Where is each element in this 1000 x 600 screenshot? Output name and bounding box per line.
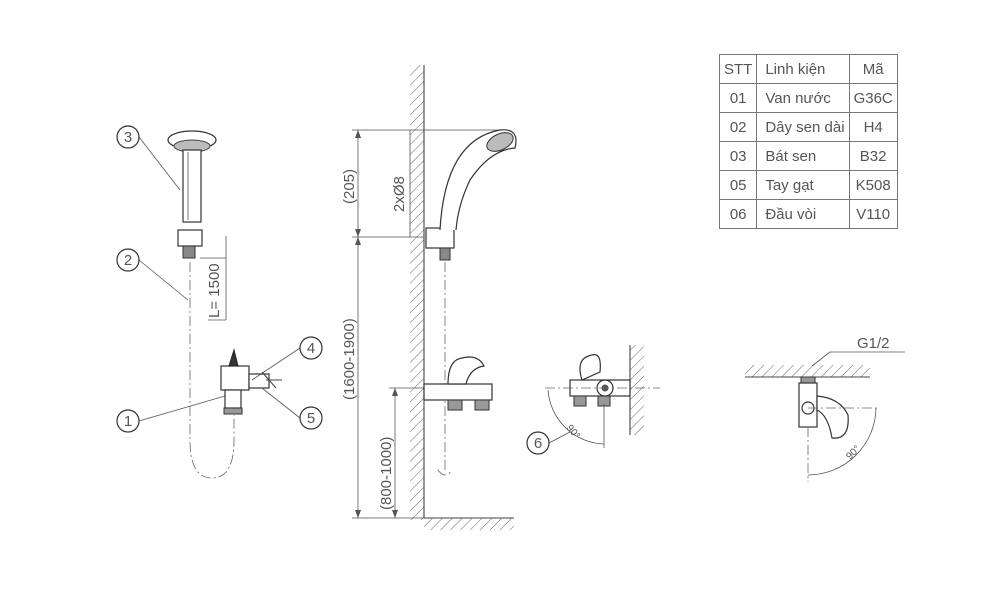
svg-text:6: 6: [534, 435, 542, 452]
header-component: Linh kiện: [756, 54, 850, 84]
row-stt: 05: [718, 170, 758, 200]
callout-2: 2: [116, 248, 189, 301]
row-stt: 01: [718, 83, 758, 113]
table-row: 05 Tay gạt K508: [718, 170, 898, 200]
svg-text:1: 1: [124, 413, 132, 430]
row-component: Đầu vòi: [756, 199, 850, 229]
shower-height-label: (1600-1900): [341, 318, 358, 400]
valve-side-view: 90° 6: [526, 345, 660, 455]
svg-text:3: 3: [124, 129, 132, 146]
row-component: Bát sen: [756, 141, 850, 171]
hole-spec-label: 2xØ8: [391, 176, 408, 212]
callout-1: 1: [116, 395, 226, 433]
row-stt: 06: [718, 199, 758, 229]
ceiling-mount-view: 90° G1/2: [745, 335, 905, 482]
svg-text:4: 4: [307, 340, 315, 357]
row-code: G36C: [848, 83, 898, 113]
row-stt: 03: [718, 141, 758, 171]
callout-4: 4: [251, 336, 323, 381]
header-stt: STT: [718, 54, 758, 84]
row-code: V110: [848, 199, 898, 229]
callout-6: 6: [526, 431, 571, 455]
top-height-label: (205): [341, 169, 358, 204]
parts-table-header: STT Linh kiện Mã: [718, 54, 898, 84]
row-component: Van nước: [756, 83, 850, 113]
table-row: 06 Đầu vòi V110: [718, 199, 898, 229]
shower-head-component: [167, 130, 217, 259]
valve-height-label: (800-1000): [378, 437, 395, 510]
row-stt: 02: [718, 112, 758, 142]
table-row: 03 Bát sen B32: [718, 141, 898, 171]
valve-component: [220, 348, 282, 415]
thread-spec-label: G1/2: [857, 335, 890, 352]
parts-table: STT Linh kiện Mã 01 Van nước G36C 02 Dây…: [718, 54, 898, 229]
callout-3: 3: [116, 125, 181, 191]
row-code: K508: [848, 170, 898, 200]
row-code: B32: [848, 141, 898, 171]
svg-text:5: 5: [307, 410, 315, 427]
callout-5: 5: [261, 387, 323, 430]
header-code: Mã: [848, 54, 898, 84]
exploded-view: L= 1500 3 2 1 4: [116, 125, 323, 479]
row-component: Dây sen dài: [756, 112, 850, 142]
hose-length-label: L= 1500: [206, 263, 223, 318]
row-component: Tay gạt: [756, 170, 850, 200]
table-row: 02 Dây sen dài H4: [718, 112, 898, 142]
angle-label-b: 90°: [844, 444, 862, 462]
table-row: 01 Van nước G36C: [718, 83, 898, 113]
wall-installation-view: (205) 2xØ8 (1600-1900) (800-1000): [341, 65, 517, 530]
angle-label-a: 90°: [564, 423, 582, 442]
row-code: H4: [848, 112, 898, 142]
svg-text:2: 2: [124, 252, 132, 269]
